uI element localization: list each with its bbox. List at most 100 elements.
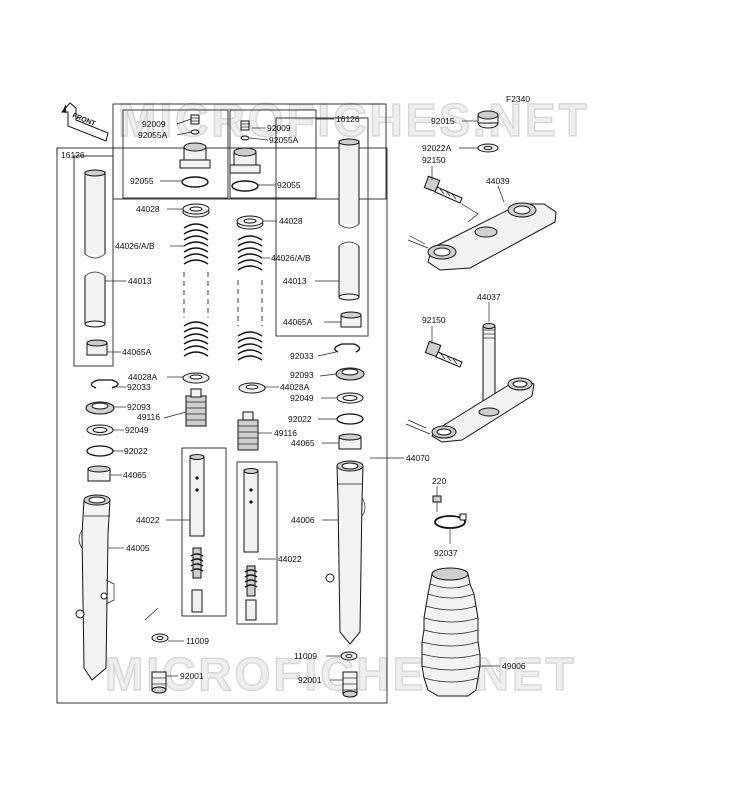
bolt-92150-bottom [424, 340, 463, 368]
washer-92022a [477, 143, 499, 153]
ring-92022-left [86, 445, 114, 457]
label-92055a-left: 92055A [138, 130, 168, 140]
label-44022-left: 44022 [136, 515, 160, 525]
oring-small-right [240, 135, 250, 141]
label-44022-right: 44022 [278, 554, 302, 564]
adjuster-49116-right [237, 411, 259, 451]
ring-92022-right [336, 413, 364, 425]
bolt-92150-top [423, 175, 463, 204]
stem-nut-92015 [477, 110, 499, 129]
fork-spring-left-top [183, 223, 209, 265]
label-92055a-right: 92055A [269, 135, 299, 145]
label-92015: 92015 [431, 116, 455, 126]
label-92001-right: 92001 [298, 675, 322, 685]
circlip-right [334, 343, 361, 353]
label-11009-right: 11009 [294, 651, 317, 661]
damper-left-box [181, 447, 227, 617]
front-arrow-icon: FRONT [60, 102, 109, 142]
label-92009-right: 92009 [267, 123, 291, 133]
spring-seat-right [236, 215, 264, 230]
label-92049-left: 92049 [125, 425, 149, 435]
label-16126-right: 16126 [336, 114, 360, 124]
clamp-band-92037 [434, 513, 467, 529]
cap-left-box [122, 109, 229, 199]
label-92093-right: 92093 [290, 370, 314, 380]
seat-44028a-right [238, 382, 266, 394]
inner-tube-left [84, 169, 106, 328]
left-inner-box [73, 155, 114, 367]
screw-220 [432, 495, 442, 512]
adjuster-49116-left [185, 388, 207, 427]
oring-large-right [231, 180, 259, 192]
bushing-44065a-left [86, 339, 108, 356]
washer-92049-right [336, 392, 364, 404]
label-44065-right: 44065 [291, 438, 315, 448]
label-44070: 44070 [406, 453, 430, 463]
bushing-44065a-right [340, 311, 362, 328]
bushing-44065-left [87, 465, 111, 482]
label-44039: 44039 [486, 176, 510, 186]
label-44026-left: 44026/A/B [115, 241, 155, 251]
leader-lines [56, 118, 505, 681]
label-92022-right: 92022 [288, 414, 312, 424]
label-220: 220 [432, 476, 446, 486]
seat-44028a-left [182, 372, 210, 384]
cap-right-box [229, 109, 317, 199]
label-92022a: 92022A [422, 143, 452, 153]
damper-right-box [236, 461, 278, 625]
label-44028a-right: 44028A [280, 382, 310, 392]
label-44013-right: 44013 [283, 276, 307, 286]
fork-spring-left-bottom [183, 321, 209, 357]
circlip-left [90, 379, 119, 389]
label-44065-left: 44065 [123, 470, 147, 480]
label-92055-left: 92055 [130, 176, 154, 186]
label-44028a-left: 44028A [128, 372, 158, 382]
bolt-92001-right [342, 671, 358, 698]
fork-cap-left [179, 142, 211, 169]
label-49116-right: 49116 [274, 428, 297, 438]
label-44065a-left: 44065A [122, 347, 152, 357]
label-44013-left: 44013 [128, 276, 152, 286]
label-92009-left: 92009 [142, 119, 166, 129]
fork-spring-right-bottom [237, 331, 263, 361]
label-11009-left: 11009 [186, 636, 209, 646]
fork-spring-right-top [237, 235, 263, 271]
outer-tube-left [75, 494, 115, 681]
inner-tube-right [338, 138, 360, 301]
label-92150-bottom: 92150 [422, 315, 446, 325]
label-92055-right: 92055 [277, 180, 301, 190]
label-92033-left: 92033 [127, 382, 151, 392]
fork-cap-right [229, 147, 261, 174]
watermark-top: MICROFICHES.NET [118, 94, 590, 146]
steering-stem-44037 [405, 323, 535, 443]
fork-assembly-box [56, 147, 388, 704]
label-92037: 92037 [434, 548, 458, 558]
label-92022-left: 92022 [124, 446, 148, 456]
upper-triple-clamp [407, 202, 557, 271]
right-inner-box [275, 117, 369, 337]
label-92150-top: 92150 [422, 155, 446, 165]
label-92001-left: 92001 [180, 671, 204, 681]
oring-small-left [190, 129, 200, 135]
outer-tube-right [325, 460, 366, 645]
bolt-92001-left [151, 671, 167, 694]
damper-rod-right [243, 468, 259, 621]
oring-large-left [181, 176, 209, 188]
label-49116-left: 49116 [137, 412, 160, 422]
spring-seat-left [182, 203, 210, 218]
label-92033-right: 92033 [290, 351, 314, 361]
washer-11009-left [144, 607, 169, 643]
oil-seal-left [85, 401, 115, 415]
washer-11009-right [340, 651, 358, 661]
fork-boot-49006 [421, 567, 481, 697]
label-16126-left: 16126 [61, 150, 85, 160]
washer-92049-left [86, 424, 114, 436]
label-44026-right: 44026/A/B [271, 253, 311, 263]
label-44005: 44005 [126, 543, 150, 553]
cap-bolt-right [240, 120, 250, 131]
label-44028-left: 44028 [136, 204, 160, 214]
cap-bolt-left [190, 114, 200, 125]
part-labels: 92009 92055A 92055 92009 92055A 92055 16… [61, 114, 526, 685]
damper-rod-left [189, 454, 205, 613]
